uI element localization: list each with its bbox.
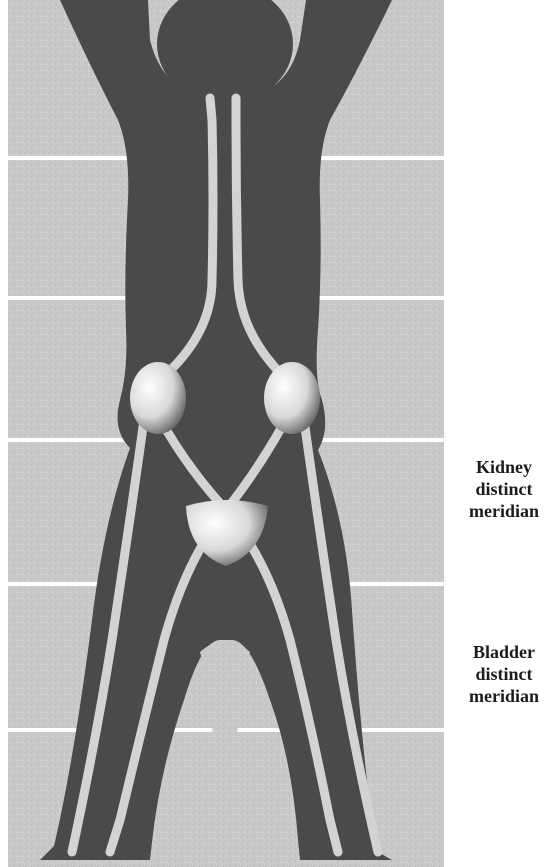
- bladder-label-line-3: meridian: [450, 685, 558, 707]
- left-kidney: [130, 362, 186, 434]
- bladder-label-line-2: distinct: [450, 663, 558, 685]
- kidney-meridian-label: Kidney distinct meridian: [450, 456, 558, 522]
- kidney-label-line-3: meridian: [450, 500, 558, 522]
- label-column: Kidney distinct meridian Bladder distinc…: [450, 0, 558, 867]
- meridian-diagram: [0, 0, 450, 867]
- bladder-label-line-1: Bladder: [450, 641, 558, 663]
- kidney-label-line-1: Kidney: [450, 456, 558, 478]
- right-kidney: [264, 362, 320, 434]
- kidney-label-line-2: distinct: [450, 478, 558, 500]
- bladder-meridian-label: Bladder distinct meridian: [450, 641, 558, 707]
